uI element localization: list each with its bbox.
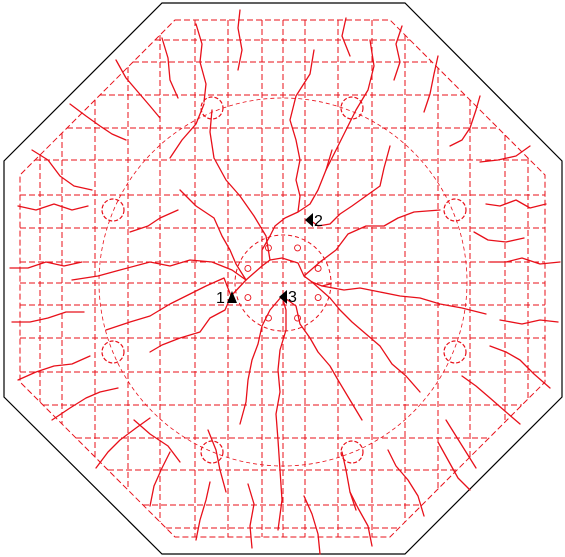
marker-2: 2 bbox=[305, 213, 323, 230]
bolt-hole bbox=[294, 244, 301, 252]
anchor-circles bbox=[101, 96, 467, 464]
dashed-circle-icon bbox=[443, 198, 467, 222]
dashed-circle-icon bbox=[340, 96, 364, 120]
bolt-hole bbox=[244, 294, 252, 301]
dashed-circle-icon bbox=[101, 198, 125, 222]
bolt-hole bbox=[314, 294, 322, 301]
dashed-circle-icon bbox=[101, 340, 125, 364]
triangle-marker-icon bbox=[305, 213, 313, 227]
marker-label-2: 2 bbox=[314, 213, 323, 230]
dashed-circle-icon bbox=[443, 340, 467, 364]
bolt-hole bbox=[244, 265, 252, 272]
slab-outline bbox=[3, 2, 563, 555]
dashed-circle-icon bbox=[200, 440, 224, 464]
reference-circle bbox=[98, 97, 468, 467]
marker-label-3: 3 bbox=[288, 289, 297, 306]
loading-plate bbox=[234, 234, 332, 332]
crack-lines bbox=[9, 9, 561, 555]
triangle-marker-icon bbox=[227, 291, 237, 303]
dashed-circle-icon bbox=[200, 96, 224, 120]
inner-octagon bbox=[19, 19, 546, 538]
bolt-hole bbox=[314, 265, 322, 272]
reinforcement-grid bbox=[20, 20, 545, 537]
triangle-marker-icon bbox=[279, 290, 287, 304]
marker-3: 3 bbox=[279, 289, 297, 306]
dashed-circle-icon bbox=[340, 440, 364, 464]
marker-label-1: 1 bbox=[216, 290, 225, 307]
marker-1: 1 bbox=[216, 290, 237, 307]
